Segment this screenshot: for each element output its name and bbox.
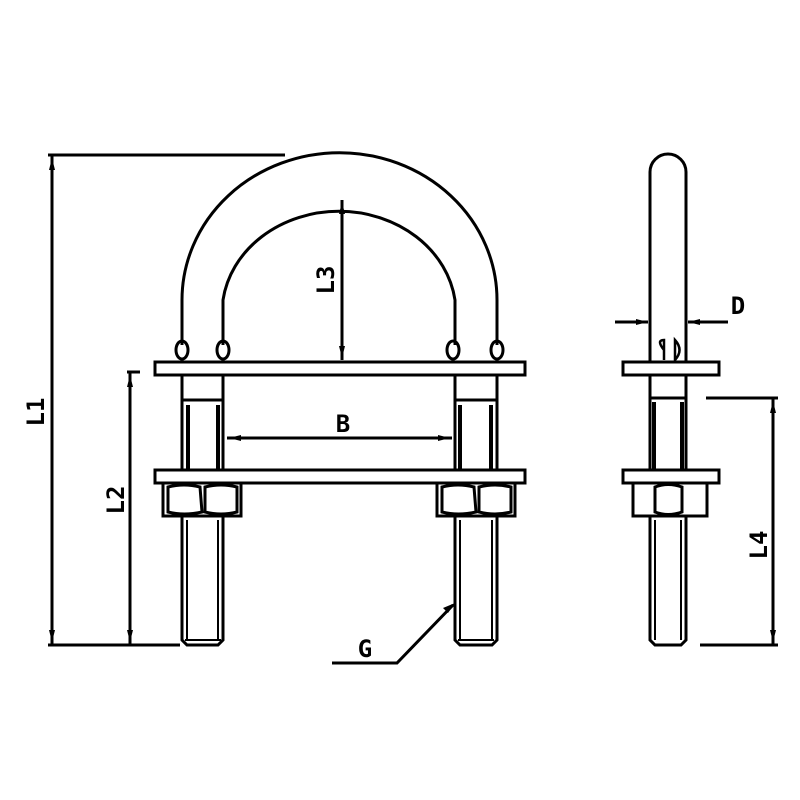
u-bend-inner: [221, 209, 457, 345]
weld-right-inner: [445, 339, 461, 361]
label-G: G: [358, 635, 372, 663]
weld-left-inner: [215, 339, 231, 361]
nut-right: [435, 481, 517, 518]
label-L1: L1: [22, 398, 50, 427]
side-nut: [631, 481, 709, 518]
front-view: [153, 151, 527, 647]
side-rod-top: [648, 152, 688, 362]
left-thread: [180, 516, 225, 647]
dimension-L2: L2: [102, 370, 140, 645]
weld-right-outer: [489, 339, 505, 361]
dimension-D: D: [615, 292, 745, 325]
top-plate: [153, 360, 527, 377]
dimension-L3: L3: [312, 200, 345, 360]
label-L4: L4: [745, 531, 773, 560]
side-bottom-plate: [621, 468, 721, 485]
label-D: D: [731, 292, 745, 320]
dimension-L1: L1: [22, 153, 285, 647]
label-L2: L2: [102, 486, 130, 515]
bottom-plate: [153, 468, 527, 485]
side-top-plate: [621, 360, 721, 377]
dimension-L4: L4: [700, 396, 778, 647]
right-thread: [453, 516, 499, 647]
label-B: B: [336, 410, 350, 438]
weld-left-outer: [174, 339, 190, 361]
label-L3: L3: [312, 266, 340, 295]
u-bend-outer: [180, 151, 499, 345]
nut-left: [161, 481, 243, 518]
dimension-B: B: [227, 410, 452, 441]
dimension-G: G: [332, 603, 455, 665]
side-view: [621, 152, 721, 647]
side-thread: [648, 516, 688, 647]
